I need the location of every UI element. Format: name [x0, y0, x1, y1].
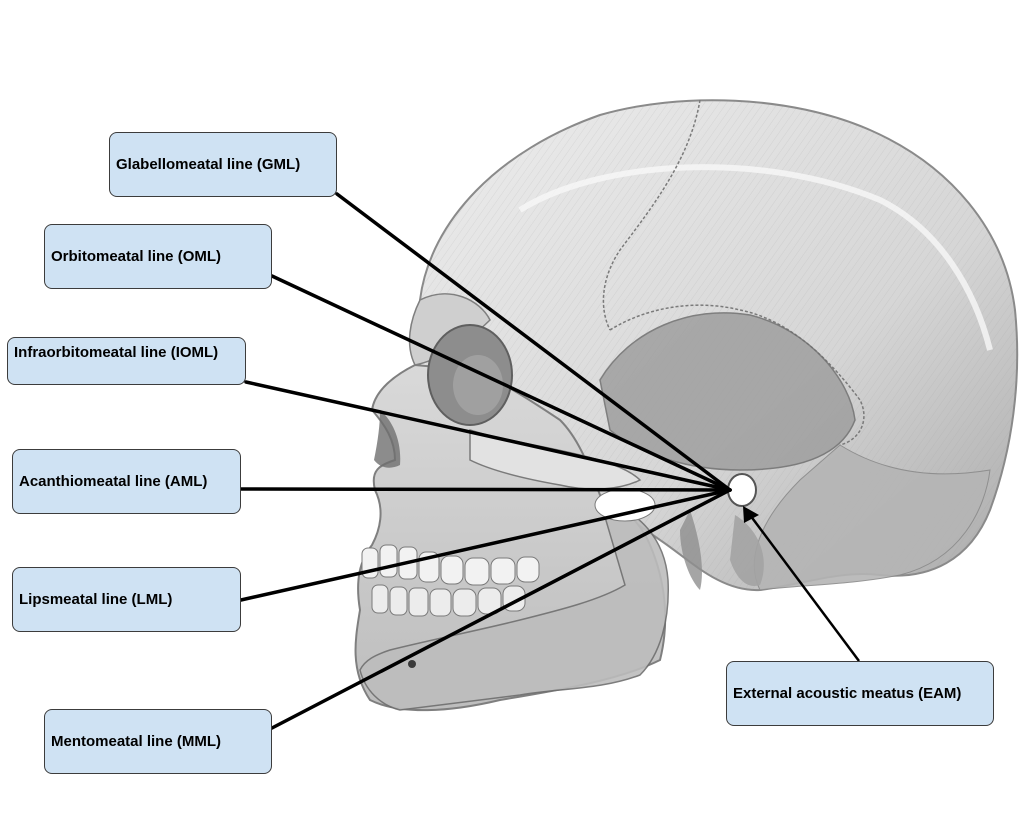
line-ioml: [244, 380, 732, 492]
label-external-acoustic-meatus: External acoustic meatus (EAM): [726, 661, 994, 726]
meatal-lines: [239, 192, 732, 730]
label-lipsmeatal-line: Lipsmeatal line (LML): [12, 567, 241, 632]
nasal-aperture: [374, 410, 401, 468]
label-text: Orbitomeatal line (OML): [51, 248, 222, 265]
label-text: Infraorbitomeatal line (IOML): [14, 344, 219, 361]
mandible: [359, 498, 669, 711]
line-lml: [239, 488, 732, 602]
line-gml: [335, 192, 732, 492]
label-orbitomeatal-line: Orbitomeatal line (OML): [44, 224, 272, 289]
label-infraorbitomeatal-line: Infraorbitomeatal line (IOML): [7, 337, 246, 385]
label-text: Acanthiomeatal line (AML): [19, 473, 208, 490]
label-text: External acoustic meatus (EAM): [733, 685, 962, 702]
label-glabellomeatal-line: Glabellomeatal line (GML): [109, 132, 337, 197]
label-acanthiomeatal-line: Acanthiomeatal line (AML): [12, 449, 241, 514]
line-aml: [239, 487, 732, 492]
label-text: Lipsmeatal line (LML): [19, 591, 173, 608]
line-oml: [270, 274, 732, 492]
label-text: Mentomeatal line (MML): [51, 733, 222, 750]
eam-arrow: [743, 506, 861, 662]
line-mml: [270, 488, 732, 730]
label-mentomeatal-line: Mentomeatal line (MML): [44, 709, 272, 774]
temporal-bone: [599, 312, 856, 471]
external-acoustic-meatus-opening: [727, 473, 757, 507]
label-text: Glabellomeatal line (GML): [116, 156, 301, 173]
